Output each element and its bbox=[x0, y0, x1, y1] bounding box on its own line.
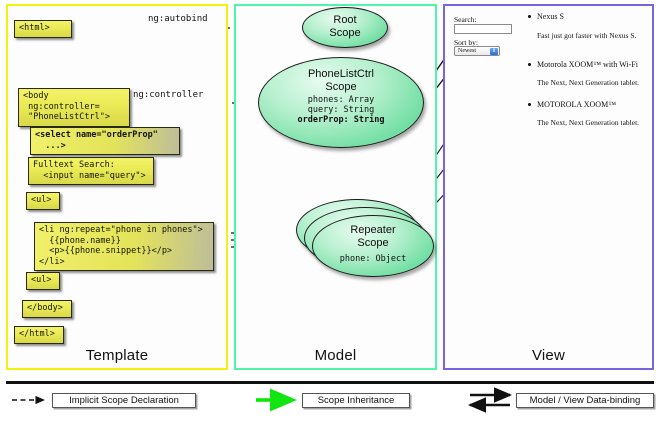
search-input[interactable] bbox=[454, 24, 512, 34]
template-box-fulltext[interactable]: Fulltext Search: <input name="query"> bbox=[28, 157, 154, 185]
panel-title-model: Model bbox=[314, 347, 357, 364]
legend-label-inheritance: Scope Inheritance bbox=[302, 393, 410, 408]
legend-label-implicit: Implicit Scope Declaration bbox=[52, 393, 196, 408]
phone-snippet: The Next, Next Generation tablet. bbox=[537, 118, 640, 127]
legend-divider bbox=[6, 381, 654, 384]
scope-root-title-2: Scope bbox=[329, 26, 361, 39]
scope-root-title-1: Root bbox=[333, 14, 357, 26]
list-item: Nexus S bbox=[528, 12, 564, 21]
scope-root[interactable]: Root Scope bbox=[302, 7, 388, 48]
template-box-select[interactable]: <select name="orderProp" ...> bbox=[30, 127, 180, 155]
chevron-updown-icon[interactable]: ⇕ bbox=[490, 48, 498, 55]
phone-name: MOTOROLA XOOM™ bbox=[537, 100, 617, 109]
sort-label: Sort by: bbox=[454, 38, 478, 47]
template-box-body-close[interactable]: </body> bbox=[22, 300, 72, 318]
phone-name: Motorola XOOM™ with Wi-Fi bbox=[537, 60, 638, 69]
bullet-icon bbox=[528, 63, 531, 66]
template-box-ul-open[interactable]: <ul> bbox=[26, 192, 60, 210]
scope-repeater[interactable]: Repeater Scope phone: Object bbox=[312, 215, 434, 277]
phone-name: Nexus S bbox=[537, 12, 564, 21]
scope-prop-phones: phones: Array bbox=[307, 95, 375, 105]
template-box-html-close[interactable]: </html> bbox=[14, 326, 64, 344]
scope-repeater-title-2: Scope bbox=[357, 236, 389, 249]
scope-prop-orderprop: orderProp: String bbox=[297, 115, 385, 125]
panel-title-template: Template bbox=[85, 347, 149, 364]
scope-prop-query: query: String bbox=[307, 105, 375, 115]
template-box-ul-close[interactable]: <ul> bbox=[26, 272, 60, 290]
list-item: Motorola XOOM™ with Wi-Fi bbox=[528, 60, 638, 69]
template-box-body-open[interactable]: <body ng:controller= "PhoneListCtrl"> bbox=[18, 88, 130, 127]
bullet-icon bbox=[528, 103, 531, 106]
panel-title-view: View bbox=[531, 347, 566, 364]
panel-view: View bbox=[443, 4, 654, 370]
legend-label-databinding: Model / View Data-binding bbox=[516, 393, 654, 408]
search-label: Search: bbox=[454, 15, 477, 24]
bullet-icon bbox=[528, 15, 531, 18]
scope-phonelistctrl-title-1: PhoneListCtrl bbox=[307, 68, 375, 80]
scope-prop-phone: phone: Object bbox=[339, 254, 407, 264]
scope-repeater-title-1: Repeater bbox=[350, 224, 396, 236]
scope-phonelistctrl-title-2: Scope bbox=[325, 80, 357, 93]
label-ng-autobind: ng:autobind bbox=[148, 14, 208, 24]
label-ng-controller: ng:controller bbox=[133, 90, 204, 100]
phone-snippet: Fast just got faster with Nexus S. bbox=[537, 31, 637, 40]
phone-snippet: The Next, Next Generation tablet. bbox=[537, 78, 640, 87]
scope-phonelistctrl[interactable]: PhoneListCtrl Scope phones: Array query:… bbox=[258, 57, 424, 148]
sort-select[interactable]: Newest ⇕ bbox=[454, 46, 500, 56]
list-item: MOTOROLA XOOM™ bbox=[528, 100, 617, 109]
template-box-li-repeat[interactable]: <li ng:repeat="phone in phones"> {{phone… bbox=[34, 222, 214, 271]
sort-select-value: Newest bbox=[458, 48, 476, 54]
template-box-html-open[interactable]: <html> bbox=[14, 20, 72, 38]
